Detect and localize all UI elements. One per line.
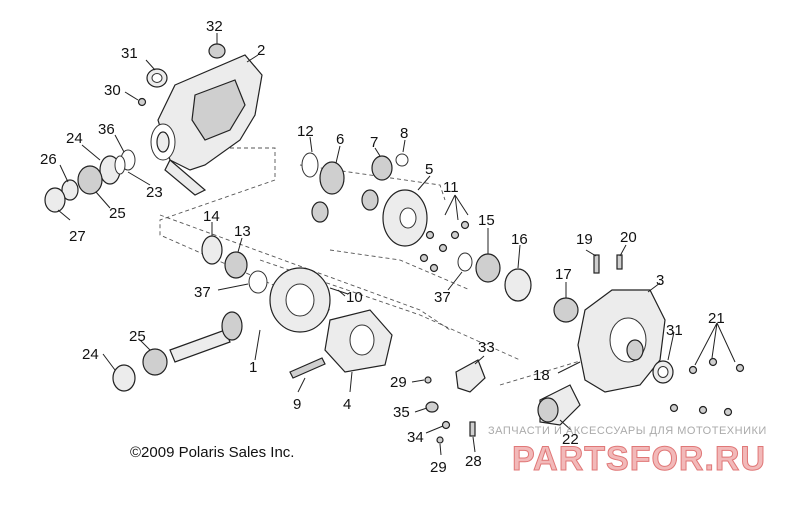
- copyright-notice: ©2009 Polaris Sales Inc.: [130, 444, 294, 461]
- gear-part-7: [371, 155, 393, 181]
- callout-12: 12: [297, 123, 314, 140]
- bolt-part-34: [441, 420, 451, 430]
- washer-part-27: [44, 187, 66, 213]
- callout-20: 20: [620, 229, 637, 246]
- callout-15: 15: [478, 212, 495, 229]
- callout-30: 30: [104, 82, 121, 99]
- callout-16: 16: [511, 231, 528, 248]
- callout-31-left: 31: [121, 45, 138, 62]
- callout-33: 33: [478, 339, 495, 356]
- callout-11: 11: [443, 179, 459, 196]
- ring-part-37-left: [248, 270, 268, 294]
- callout-23: 23: [146, 184, 163, 201]
- callout-37-right: 37: [434, 289, 451, 306]
- callout-31-right: 31: [666, 322, 683, 339]
- callout-24-top: 24: [66, 130, 83, 147]
- callout-9: 9: [293, 396, 301, 413]
- callout-25-top: 25: [109, 205, 126, 222]
- diff-case-part-4: [324, 309, 393, 373]
- callout-5: 5: [425, 161, 433, 178]
- bearing-part-15: [475, 253, 501, 283]
- race-part-14: [201, 235, 223, 265]
- pin-part-20: [616, 254, 623, 270]
- gear-lower-right: [361, 189, 379, 211]
- seal-part-31-right: [652, 360, 674, 384]
- bearing-part-13: [224, 251, 248, 279]
- watermark: ЗАПЧАСТИ И АКСЕССУАРЫ ДЛЯ МОТОТЕХНИКИ PA…: [488, 425, 767, 479]
- flange-part-5: [382, 189, 428, 247]
- part-35: [425, 401, 439, 413]
- seal-part-31-left: [146, 68, 168, 88]
- callout-36: 36: [98, 121, 115, 138]
- pin-part-9: [289, 357, 326, 379]
- callout-4: 4: [343, 396, 351, 413]
- callout-21: 21: [708, 310, 725, 327]
- ring-part-37-right: [457, 252, 473, 272]
- callout-26: 26: [40, 151, 57, 168]
- callout-6: 6: [336, 131, 344, 148]
- pinion-shaft-part-1: [169, 311, 243, 363]
- fork-part-33: [455, 359, 486, 393]
- bolts-part-21: [669, 357, 745, 417]
- rear-housing-part-3: [577, 289, 666, 393]
- bolts-part-11: [419, 220, 470, 273]
- callout-18: 18: [533, 367, 550, 384]
- shim-part-23: [114, 155, 126, 175]
- callout-34: 34: [407, 429, 424, 446]
- pin-part-28: [469, 421, 476, 437]
- callout-19: 19: [576, 231, 593, 248]
- callout-29-bottom: 29: [430, 459, 447, 476]
- callout-labels: 32 2 31 30 36 24 26 23 25 27 12 6 7 8 5 …: [40, 18, 725, 476]
- callout-28: 28: [465, 453, 482, 470]
- pin-part-19: [593, 254, 600, 274]
- callout-24-bottom: 24: [82, 346, 99, 363]
- callout-8: 8: [400, 125, 408, 142]
- bolt-part-29-top: [424, 376, 432, 384]
- ring-gear: [269, 267, 331, 333]
- callout-3: 3: [656, 272, 664, 289]
- callout-leader-lines: [57, 33, 736, 456]
- bolt-part-30: [137, 97, 147, 107]
- front-housing-part-2: [150, 54, 263, 196]
- callout-17: 17: [555, 266, 572, 283]
- gear-part-6: [319, 161, 345, 195]
- callout-14: 14: [203, 208, 220, 225]
- actuator-part-22: [537, 384, 581, 426]
- washer-part-8: [395, 153, 409, 167]
- seal-part-26: [61, 179, 79, 201]
- callout-7: 7: [370, 134, 378, 151]
- callout-25-bottom: 25: [129, 328, 146, 345]
- callout-13: 13: [234, 223, 251, 240]
- callout-10: 10: [346, 289, 363, 306]
- bearing-part-25-top: [77, 165, 103, 195]
- gear-lower-left: [311, 201, 329, 223]
- bolt-part-29-bottom: [436, 436, 444, 444]
- callout-29-top: 29: [390, 374, 407, 391]
- callout-27: 27: [69, 228, 86, 245]
- watermark-tagline: ЗАПЧАСТИ И АКСЕССУАРЫ ДЛЯ МОТОТЕХНИКИ: [488, 425, 767, 437]
- callout-1: 1: [249, 359, 257, 376]
- callout-35: 35: [393, 404, 410, 421]
- race-part-24-bottom: [112, 364, 136, 392]
- callout-22: 22: [562, 431, 579, 448]
- race-part-16: [504, 268, 532, 302]
- callout-2: 2: [257, 42, 265, 59]
- seal-part-17: [553, 297, 579, 323]
- bearing-part-25-bottom: [142, 348, 168, 376]
- callout-37-left: 37: [194, 284, 211, 301]
- callout-32: 32: [206, 18, 223, 35]
- watermark-logo: PARTSFOR.RU: [512, 440, 766, 478]
- washer-part-12: [301, 152, 319, 178]
- cap-part-32: [208, 43, 226, 59]
